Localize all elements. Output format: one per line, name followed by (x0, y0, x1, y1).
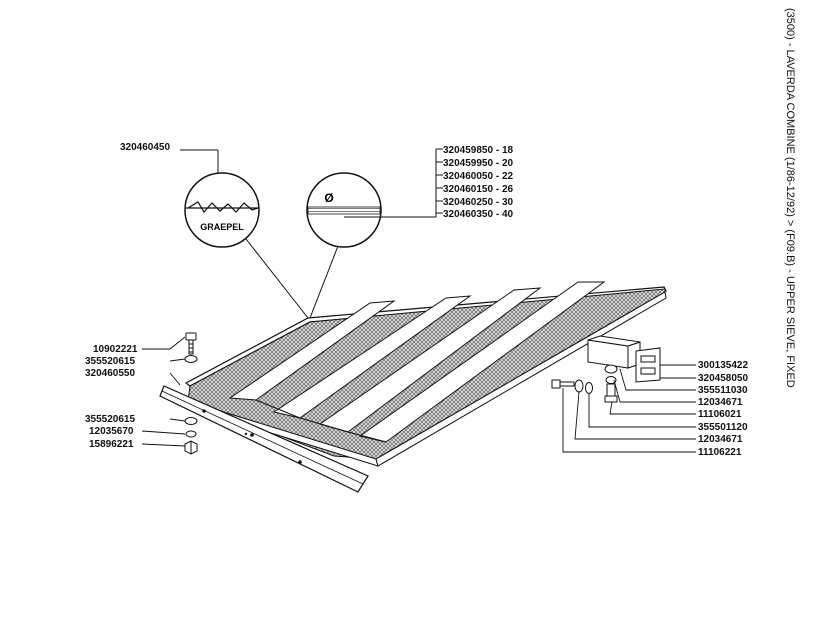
bolt-right (604, 383, 618, 403)
graepel-label: GRAEPEL (200, 222, 244, 232)
part-number: 320460050 - 22 (443, 171, 514, 182)
bolt-horizontal-right (551, 379, 575, 389)
bracket-clip (635, 347, 661, 383)
detail-circle-left: GRAEPEL (184, 150, 309, 319)
part-number: 320460150 - 26 (443, 184, 514, 195)
diameter-symbol: Ø (324, 191, 333, 205)
detail-circle-right: Ø (306, 149, 437, 319)
sieve-ribs (228, 281, 606, 443)
part-number: 320460450 (120, 142, 170, 153)
part-number: 320459950 - 20 (443, 158, 514, 169)
part-number: 355501120 (698, 422, 748, 433)
nut-left (184, 440, 198, 455)
part-number: 11106021 (698, 409, 742, 420)
part-number: 355511030 (698, 385, 748, 396)
part-number: 320460550 (85, 368, 135, 379)
part-number-labels: 320460450 320459850 - 18 320459950 - 20 … (85, 142, 748, 458)
part-number: 12035670 (89, 426, 134, 437)
right-fasteners (551, 364, 618, 403)
bolt-top-left (185, 332, 197, 355)
left-rail (159, 385, 369, 493)
part-number: 12034671 (698, 434, 743, 445)
part-number: 15896221 (89, 439, 134, 450)
sieve-assembly (184, 281, 667, 467)
part-number: 12034671 (698, 397, 743, 408)
part-number: 355520615 (85, 356, 135, 367)
leader-lines (141, 148, 696, 453)
washer-mid-left (184, 417, 198, 425)
part-number: 355520615 (85, 414, 135, 425)
right-bracket (587, 335, 661, 383)
part-number: 320458050 (698, 373, 748, 384)
part-number: 11106221 (698, 447, 742, 458)
sieve-side-edge (375, 291, 667, 467)
part-number: 320460250 - 30 (443, 197, 514, 208)
part-number: 320460350 - 40 (443, 209, 514, 220)
washer-top-left (184, 355, 198, 363)
part-number: 320459850 - 18 (443, 145, 514, 156)
part-number: 300135422 (698, 360, 748, 371)
lock-washer-left (185, 430, 197, 438)
part-number: 10902221 (93, 344, 138, 355)
